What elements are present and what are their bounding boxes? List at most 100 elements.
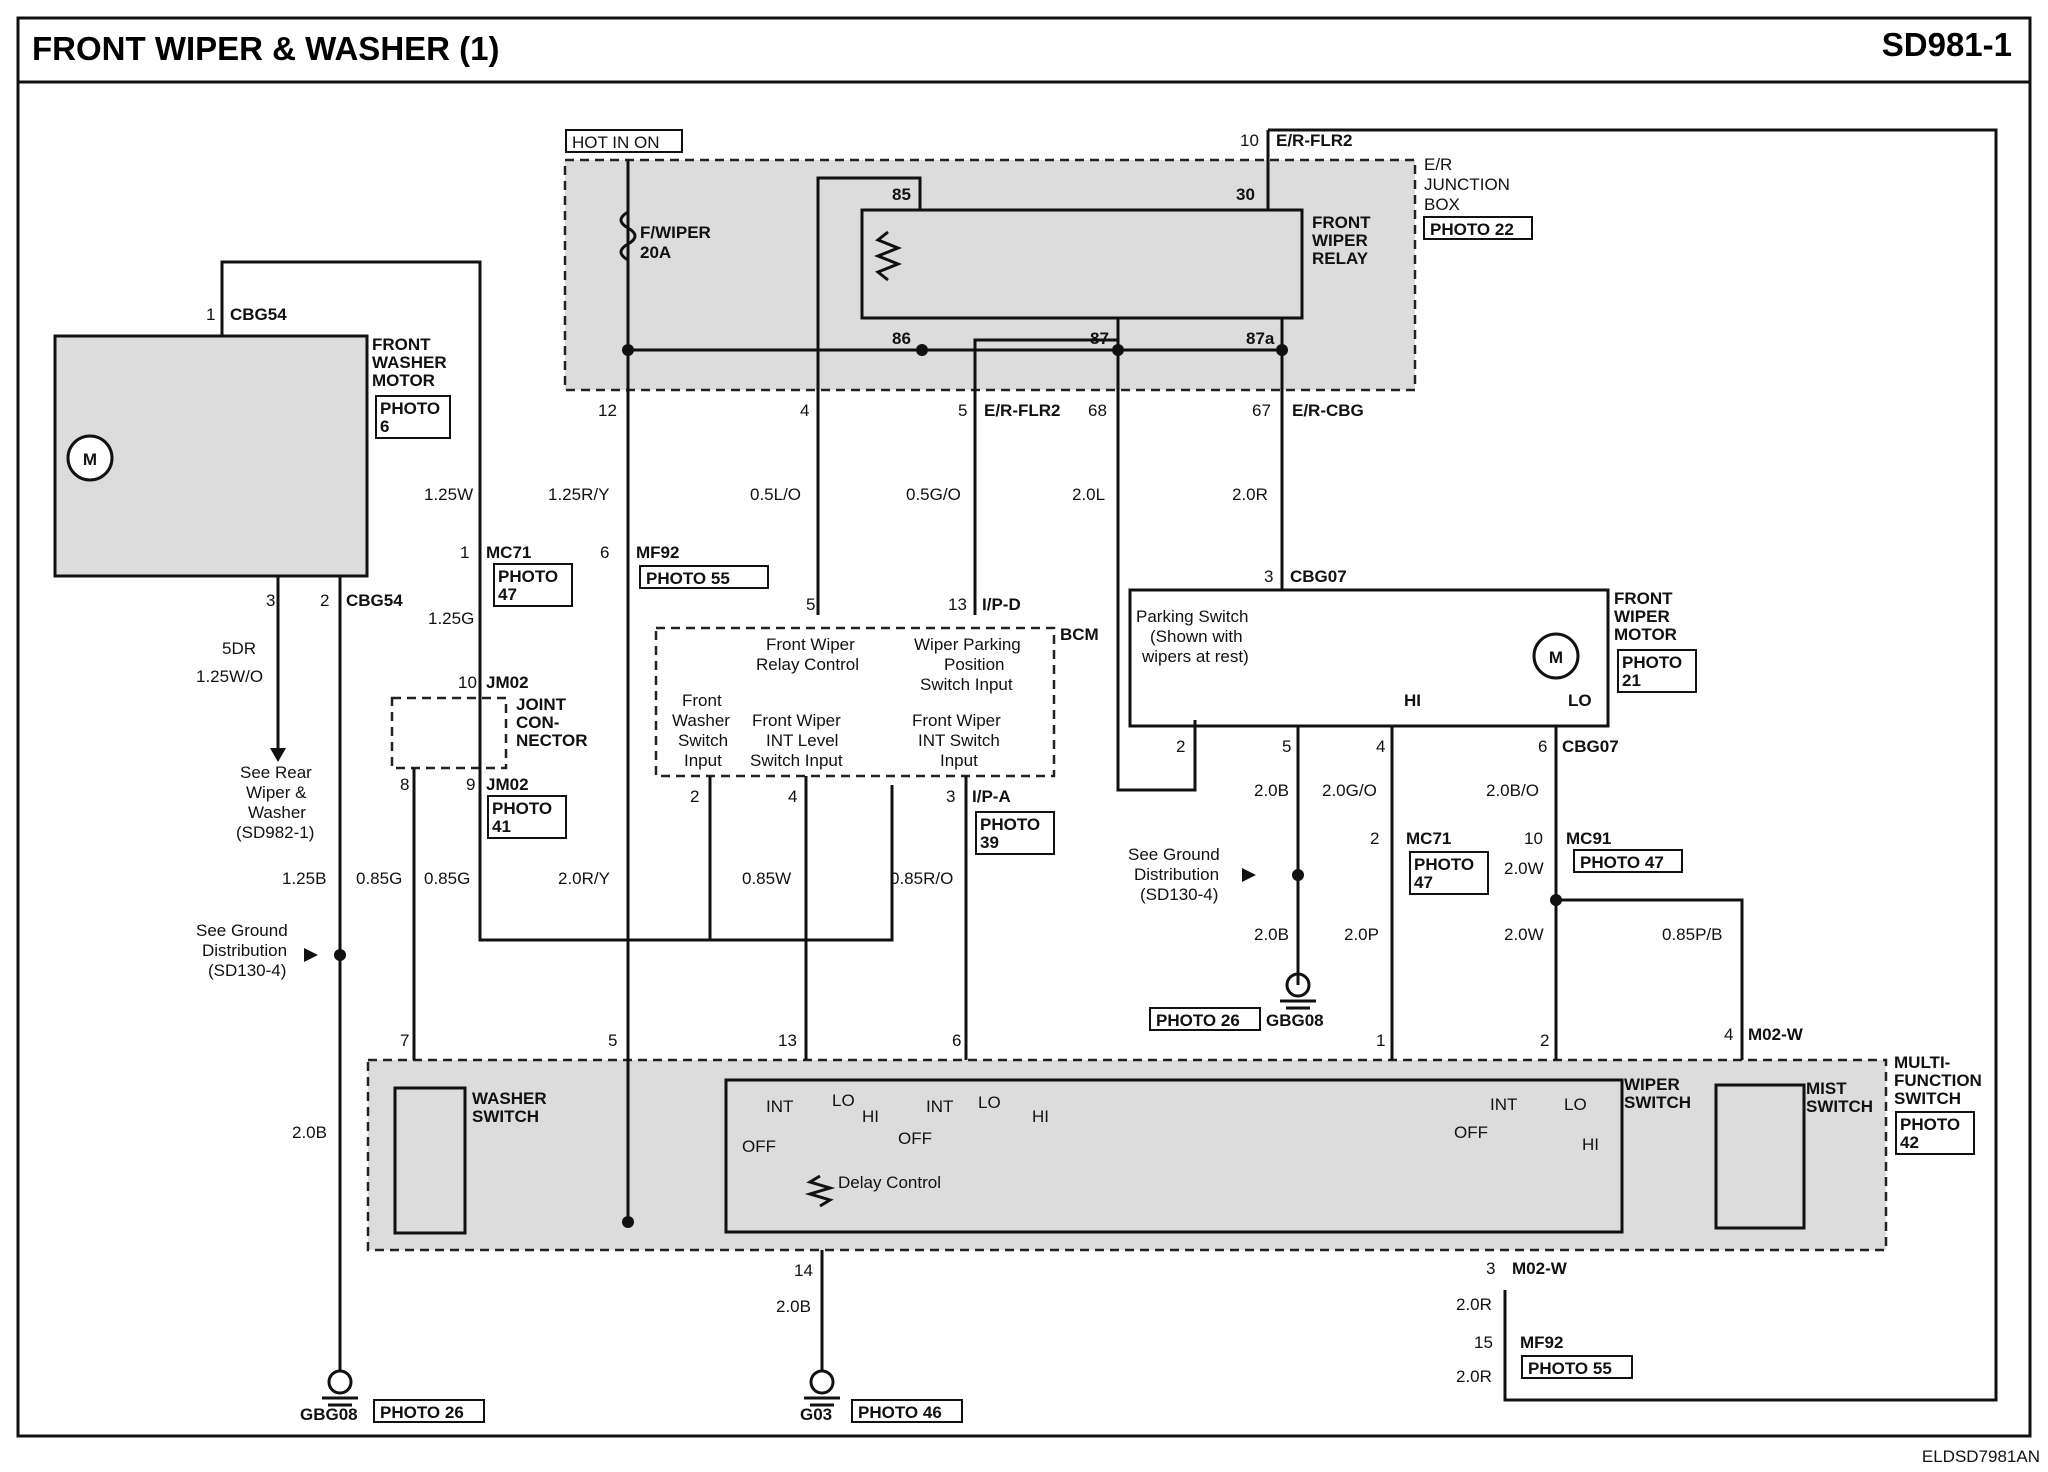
pin-3-m02w: 3	[1486, 1259, 1495, 1278]
wiper-switch-label-1: WIPER	[1624, 1075, 1680, 1094]
mist-switch-box	[1714, 1083, 1806, 1230]
bcm-int-level-3: Switch Input	[750, 751, 843, 770]
mc71b-photo-box	[1409, 851, 1489, 895]
pin-1-cbg54: 1	[206, 305, 215, 324]
g03-photo-box	[851, 1399, 963, 1423]
splice-87	[1112, 344, 1124, 356]
sw3-off: OFF	[1454, 1123, 1488, 1142]
mc71b-photo-1: PHOTO	[1414, 855, 1474, 874]
delay-control-label: Delay Control	[838, 1173, 941, 1192]
conn-cbg54-top: CBG54	[230, 305, 287, 324]
pin-4-jb: 4	[800, 401, 809, 420]
see-ground-mid-2: Distribution	[1134, 865, 1219, 884]
washer-motor-label-2: WASHER	[372, 353, 447, 372]
ground-icon-g03	[804, 1369, 840, 1407]
pin-4-bcm: 4	[788, 787, 797, 806]
splice-86b	[916, 344, 928, 356]
relay-label-3: RELAY	[1312, 249, 1369, 268]
conn-mf92-bottom: MF92	[1520, 1333, 1563, 1352]
pin-4-cbg07: 4	[1376, 737, 1385, 756]
pin-7-mfs: 7	[400, 1031, 409, 1050]
relay-label-2: WIPER	[1312, 231, 1368, 250]
wire-68	[1116, 340, 1197, 792]
sw1-hi: HI	[862, 1107, 879, 1126]
wire-label-125g: 1.25G	[428, 609, 474, 628]
jb-label-2: JUNCTION	[1424, 175, 1510, 194]
wiper-motor-icon	[1532, 632, 1580, 680]
see-rear-4: (SD982-1)	[236, 823, 314, 842]
washer-motor-photo-box	[375, 395, 451, 439]
pin-15-mf92: 15	[1474, 1333, 1493, 1352]
wire-label-125b: 1.25B	[282, 869, 326, 888]
washer-motor-label-1: FRONT	[372, 335, 431, 354]
sw3-int: INT	[1490, 1095, 1517, 1114]
wire-label-20b-left: 2.0B	[292, 1123, 327, 1142]
wire-washer-feed	[220, 260, 894, 942]
pin-9-jm02: 9	[466, 775, 475, 794]
sw1-off: OFF	[742, 1137, 776, 1156]
wire-label-20r-b2: 2.0R	[1456, 1367, 1492, 1386]
washer-motor-symbol: M	[83, 450, 97, 469]
pin-8-jm02: 8	[400, 775, 409, 794]
pin-68: 68	[1088, 401, 1107, 420]
pin-12: 12	[598, 401, 617, 420]
wire-relay-ctrl-4	[816, 176, 922, 615]
mc71b-photo-2: 47	[1414, 873, 1433, 892]
front-wiper-relay-box	[860, 208, 1304, 320]
arrow-ground-mid	[1242, 868, 1256, 882]
pin-87: 87	[1090, 329, 1109, 348]
wiper-motor-symbol: M	[1549, 648, 1563, 667]
wire-label-20b-mid2: 2.0B	[1254, 925, 1289, 944]
pin-13-mfs: 13	[778, 1031, 797, 1050]
wiper-switch-box	[724, 1078, 1624, 1234]
wire-label-20w-1: 2.0W	[1504, 859, 1544, 878]
conn-cbg07-bottom: CBG07	[1562, 737, 1619, 756]
mist-switch-label-2: SWITCH	[1806, 1097, 1873, 1116]
see-ground-mid-3: (SD130-4)	[1140, 885, 1218, 904]
hot-in-on-box	[565, 129, 683, 153]
pin-14: 14	[794, 1261, 813, 1280]
splice-fuse-bottom	[622, 1216, 634, 1228]
wire-label-085g-1: 0.85G	[356, 869, 402, 888]
pin-5-mfs: 5	[608, 1031, 617, 1050]
wire-label-20r: 2.0R	[1232, 485, 1268, 504]
jm02-photo-1: PHOTO	[492, 799, 552, 818]
jb-label-3: BOX	[1424, 195, 1460, 214]
wire-label-125wo: 1.25W/O	[196, 667, 263, 686]
conn-m02w-top: M02-W	[1748, 1025, 1804, 1044]
mf92b-photo-box	[1521, 1355, 1633, 1379]
jb-photo: PHOTO 22	[1430, 220, 1514, 239]
mfs-photo-2: 42	[1900, 1133, 1919, 1152]
bcm-int-switch-2: INT Switch	[918, 731, 1000, 750]
pin-67: 67	[1252, 401, 1271, 420]
bcm-washer-3: Switch	[678, 731, 728, 750]
washer-switch-label-1: WASHER	[472, 1089, 547, 1108]
ipa-photo-2: 39	[980, 833, 999, 852]
footer-code: ELDSD7981AN	[1922, 1447, 2040, 1466]
wiper-motor-label-3: MOTOR	[1614, 625, 1677, 644]
mc91-photo-box	[1573, 849, 1683, 873]
pin-3-cbg07: 3	[1264, 567, 1273, 586]
see-rear-3: Washer	[248, 803, 306, 822]
mfs-label-1: MULTI-	[1894, 1053, 1950, 1072]
see-ground-mid-1: See Ground	[1128, 845, 1220, 864]
wiper-motor-photo-2: 21	[1622, 671, 1641, 690]
conn-ip-a: I/P-A	[972, 787, 1011, 806]
bcm-washer-2: Washer	[672, 711, 730, 730]
ipa-photo-1: PHOTO	[980, 815, 1040, 834]
mf92b-photo: PHOTO 55	[1528, 1359, 1612, 1378]
g03-photo: PHOTO 46	[858, 1403, 942, 1422]
fuse-name: F/WIPER	[640, 223, 711, 242]
multifunction-outline	[366, 1058, 1888, 1252]
pin-87a: 87a	[1246, 329, 1275, 348]
pin-2-cbg54: 2	[320, 591, 329, 610]
sw2-off: OFF	[898, 1129, 932, 1148]
wire-label-125w: 1.25W	[424, 485, 473, 504]
bcm-park-1: Wiper Parking	[914, 635, 1021, 654]
ipa-photo-box	[975, 811, 1055, 855]
see-ground-left-2: Distribution	[202, 941, 287, 960]
front-wiper-motor-box	[1128, 588, 1610, 728]
wire-label-20p: 2.0P	[1344, 925, 1379, 944]
pin-10-jm02: 10	[458, 673, 477, 692]
